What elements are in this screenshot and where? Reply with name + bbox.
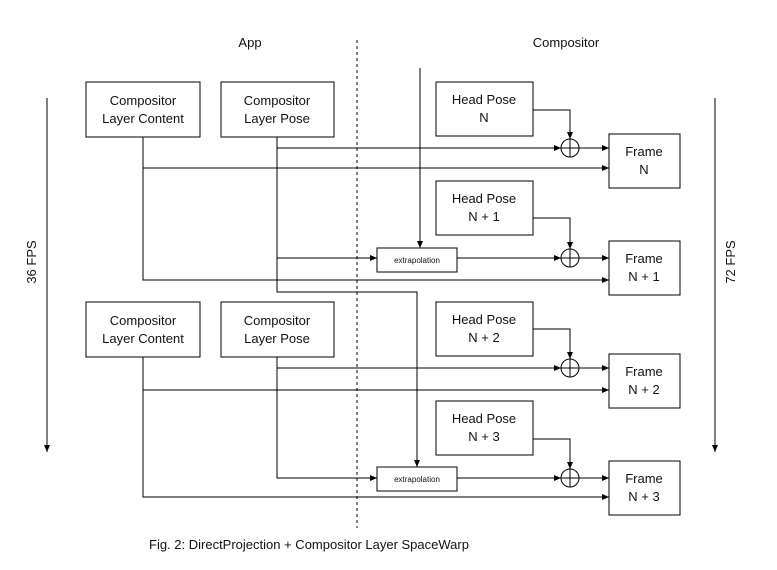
svg-text:N: N <box>479 110 488 125</box>
svg-text:extrapolation: extrapolation <box>394 256 440 265</box>
svg-text:Layer Pose: Layer Pose <box>244 331 310 346</box>
frame-box: Frame N + 1 <box>608 240 681 296</box>
svg-text:Frame: Frame <box>625 471 663 486</box>
pose-to-extrapolation-arrow <box>276 258 420 467</box>
svg-text:N + 2: N + 2 <box>628 382 659 397</box>
pose-to-extrapolation-arrow <box>276 368 377 481</box>
head-pose-box: Head Pose N + 3 <box>435 400 534 456</box>
svg-text:Compositor: Compositor <box>244 313 311 328</box>
content-to-frame-arrow <box>142 137 609 171</box>
layer-pose-box: Compositor Layer Pose <box>220 81 335 138</box>
svg-text:Compositor: Compositor <box>110 93 177 108</box>
head-pose-connector <box>533 438 573 469</box>
frame-box: Frame N <box>608 133 681 189</box>
layer-pose-box: Compositor Layer Pose <box>220 301 335 358</box>
layer-content-box: Compositor Layer Content <box>85 301 201 358</box>
content-to-frame-arrow <box>142 168 609 283</box>
pose-to-sum-arrow <box>276 357 561 371</box>
layer-content-box: Compositor Layer Content <box>85 81 201 138</box>
svg-text:Frame: Frame <box>625 364 663 379</box>
frame-box: Frame N + 2 <box>608 353 681 409</box>
head-pose-box: Head Pose N + 1 <box>435 180 534 236</box>
svg-text:N + 3: N + 3 <box>468 429 499 444</box>
frame-box: Frame N + 3 <box>608 460 681 516</box>
head-pose-connector <box>533 217 573 249</box>
extrapolation-box: extrapolation <box>376 466 458 492</box>
svg-text:Frame: Frame <box>625 251 663 266</box>
pose-to-extrapolation-arrow <box>276 148 377 261</box>
head-pose-connector <box>533 328 573 359</box>
figure-caption: Fig. 2: DirectProjection + Compositor La… <box>149 537 469 552</box>
svg-text:Head Pose: Head Pose <box>452 191 516 206</box>
sum-node <box>560 248 580 268</box>
svg-text:N + 3: N + 3 <box>628 489 659 504</box>
svg-text:N + 1: N + 1 <box>468 209 499 224</box>
left-fps-label: 36 FPS <box>24 240 39 284</box>
right-fps-label: 72 FPS <box>723 240 738 284</box>
svg-text:Layer Content: Layer Content <box>102 111 184 126</box>
pose-to-sum-arrow <box>276 137 561 151</box>
svg-text:N + 2: N + 2 <box>468 330 499 345</box>
content-to-frame-arrow <box>142 357 609 393</box>
svg-text:N: N <box>639 162 648 177</box>
svg-text:extrapolation: extrapolation <box>394 475 440 484</box>
sum-node <box>560 358 580 378</box>
svg-text:Head Pose: Head Pose <box>452 312 516 327</box>
svg-text:Compositor: Compositor <box>244 93 311 108</box>
content-to-frame-arrow <box>142 390 609 500</box>
svg-text:Compositor: Compositor <box>110 313 177 328</box>
compositor-column-label: Compositor <box>533 35 600 50</box>
svg-text:Head Pose: Head Pose <box>452 411 516 426</box>
svg-text:N + 1: N + 1 <box>628 269 659 284</box>
svg-text:Head Pose: Head Pose <box>452 92 516 107</box>
extrapolation-box: extrapolation <box>376 247 458 273</box>
sum-node <box>560 468 580 488</box>
head-pose-box: Head Pose N <box>435 81 534 137</box>
head-pose-connector <box>533 109 573 139</box>
head-pose-box: Head Pose N + 2 <box>435 301 534 357</box>
app-column-label: App <box>238 35 261 50</box>
svg-text:Frame: Frame <box>625 144 663 159</box>
svg-text:Layer Content: Layer Content <box>102 331 184 346</box>
svg-text:Layer Pose: Layer Pose <box>244 111 310 126</box>
sum-node <box>560 138 580 158</box>
